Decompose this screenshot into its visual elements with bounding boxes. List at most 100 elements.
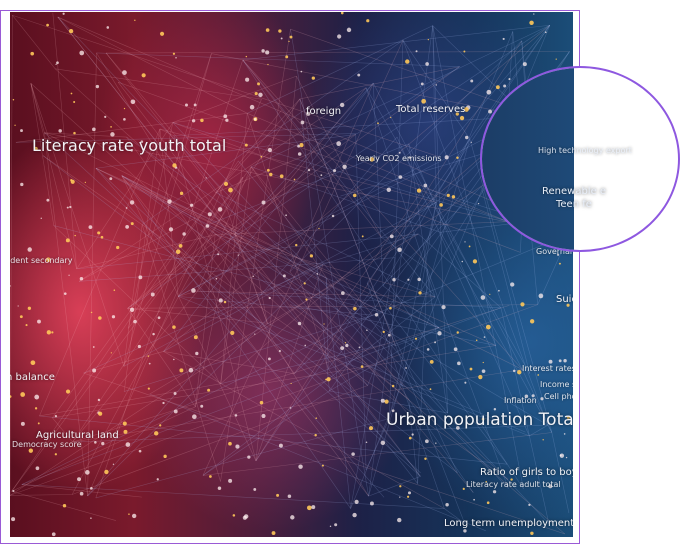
network-node xyxy=(175,249,181,254)
network-node xyxy=(156,478,159,481)
label-renewable: Renewable e xyxy=(542,186,607,197)
network-node xyxy=(104,469,109,475)
network-node xyxy=(157,316,161,320)
label-teen: Teen fe xyxy=(556,199,592,210)
network-node xyxy=(140,140,144,144)
network-edge xyxy=(87,136,398,497)
network-node xyxy=(130,149,133,152)
network-node xyxy=(90,486,93,490)
network-node xyxy=(62,503,67,508)
network-edge xyxy=(30,83,45,133)
network-node xyxy=(200,404,204,408)
network-node xyxy=(461,260,464,263)
network-node xyxy=(531,394,535,398)
network-node xyxy=(147,355,150,357)
network-edge xyxy=(325,278,329,369)
network-edge xyxy=(44,132,523,370)
network-edge xyxy=(215,192,436,298)
network-node xyxy=(391,409,395,413)
network-node xyxy=(566,415,570,419)
network-edge xyxy=(178,156,439,297)
network-node xyxy=(470,141,472,143)
network-node xyxy=(30,51,35,56)
network-node xyxy=(287,494,292,498)
network-node xyxy=(148,362,151,365)
network-edge xyxy=(408,399,418,484)
network-node xyxy=(191,119,196,123)
network-node xyxy=(30,360,36,366)
network-node xyxy=(439,203,443,207)
network-node xyxy=(391,384,395,388)
network-edge xyxy=(290,29,369,497)
network-node xyxy=(223,181,229,186)
network-node xyxy=(498,289,500,292)
network-node xyxy=(172,163,177,168)
network-node xyxy=(123,118,126,121)
network-edge xyxy=(289,304,410,400)
network-node xyxy=(414,337,418,340)
network-node xyxy=(189,203,194,207)
network-edge xyxy=(173,135,257,461)
network-node xyxy=(46,23,49,27)
network-node xyxy=(215,277,218,280)
label-urban-population: Urban population Total xyxy=(386,410,573,430)
network-node xyxy=(481,369,486,373)
network-edge xyxy=(54,68,509,480)
network-edge xyxy=(242,24,550,61)
network-edge xyxy=(357,66,460,134)
network-node xyxy=(92,127,96,132)
network-edge xyxy=(418,233,502,309)
network-node xyxy=(207,388,211,392)
network-edge xyxy=(205,225,566,535)
network-node xyxy=(106,26,110,29)
network-node xyxy=(178,243,183,248)
network-edge xyxy=(30,83,55,226)
network-node xyxy=(245,55,248,58)
network-node xyxy=(358,346,361,349)
network-node xyxy=(457,361,461,366)
network-edge xyxy=(96,52,460,67)
network-edge xyxy=(72,305,510,443)
label-inflation: Inflation xyxy=(504,396,537,405)
network-node xyxy=(193,335,198,340)
network-node xyxy=(92,346,95,348)
network-node xyxy=(303,282,306,285)
network-node xyxy=(520,302,525,307)
network-node xyxy=(254,91,258,96)
network-node xyxy=(397,247,402,252)
network-node xyxy=(558,359,562,363)
network-edge xyxy=(121,175,405,388)
network-node xyxy=(123,429,128,434)
highlight-circle: High technology export Renewable e Teen … xyxy=(480,66,680,252)
network-node xyxy=(68,28,74,34)
network-node xyxy=(293,178,296,181)
network-node xyxy=(366,19,370,23)
network-node xyxy=(483,336,486,338)
network-node xyxy=(306,505,312,511)
label-agricultural-land: Agricultural land xyxy=(36,430,119,441)
network-node xyxy=(540,397,544,401)
network-node xyxy=(217,207,223,212)
network-node xyxy=(90,517,92,519)
network-edge xyxy=(12,15,56,70)
network-edge xyxy=(127,308,268,324)
network-node xyxy=(37,422,40,425)
network-edge xyxy=(299,98,465,524)
network-edge xyxy=(123,128,161,392)
network-edge xyxy=(366,138,471,284)
network-edge xyxy=(163,351,445,509)
network-node xyxy=(268,357,271,361)
network-edge xyxy=(95,168,421,474)
network-node xyxy=(470,79,474,83)
network-edge xyxy=(372,82,523,370)
network-edge xyxy=(42,155,458,473)
network-edge xyxy=(95,418,390,499)
network-node xyxy=(331,214,335,218)
network-node xyxy=(290,515,295,520)
network-edge xyxy=(202,390,330,476)
network-node xyxy=(530,531,534,536)
network-node xyxy=(559,454,562,457)
network-node xyxy=(65,238,70,243)
network-node xyxy=(122,421,127,426)
network-edge xyxy=(238,160,448,414)
